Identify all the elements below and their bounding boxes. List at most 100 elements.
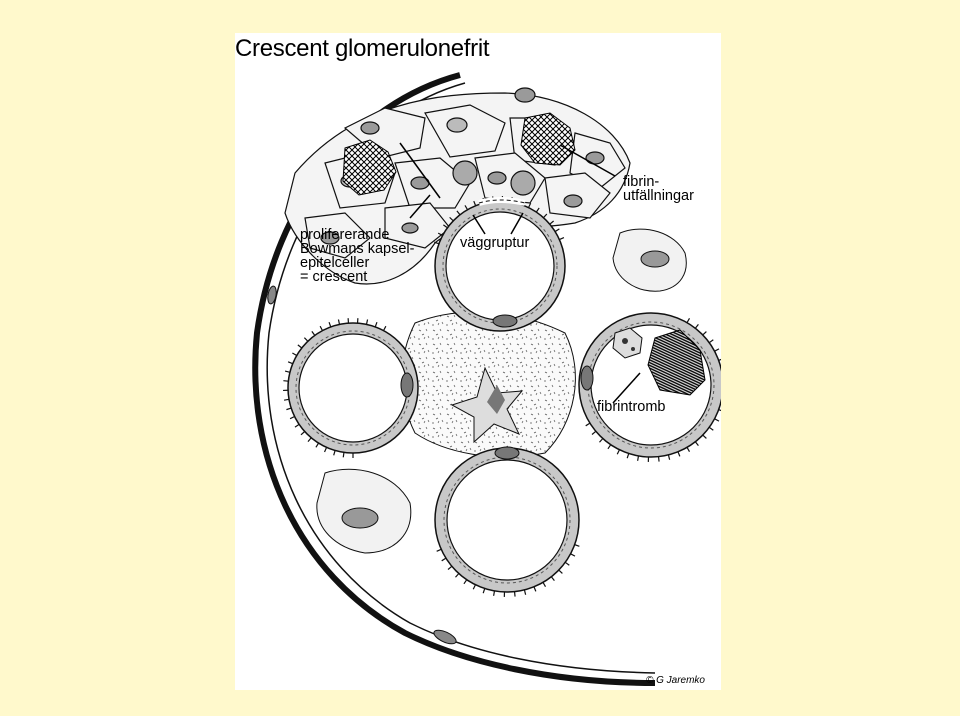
label-fibrin-deposits: fibrin- utfällningar bbox=[623, 174, 694, 204]
foot-process bbox=[686, 318, 691, 323]
label-line: epitelceller bbox=[300, 255, 370, 271]
foot-process bbox=[523, 589, 527, 595]
foot-process bbox=[287, 361, 293, 365]
foot-process bbox=[463, 579, 468, 585]
foot-process bbox=[686, 447, 691, 452]
foot-process bbox=[694, 323, 699, 329]
foot-process bbox=[549, 220, 555, 225]
foot-process bbox=[472, 584, 476, 590]
foot-process bbox=[482, 588, 486, 594]
foot-process bbox=[319, 325, 324, 331]
foot-process bbox=[718, 409, 721, 412]
foot-process bbox=[550, 576, 555, 582]
fibrin-deposit-right bbox=[520, 112, 576, 166]
foot-process bbox=[714, 348, 720, 352]
foot-process bbox=[315, 442, 320, 448]
foot-process bbox=[283, 380, 289, 382]
foot-process bbox=[535, 207, 540, 213]
foot-process bbox=[607, 444, 612, 450]
foot-process bbox=[564, 561, 570, 566]
foot-process bbox=[626, 453, 630, 459]
foot-process bbox=[708, 339, 714, 344]
foot-process bbox=[527, 202, 532, 208]
foot-process bbox=[599, 438, 604, 443]
diagram-title: Crescent glomerulonefrit bbox=[235, 35, 490, 62]
foot-process bbox=[455, 573, 460, 578]
glomerulus-diagram bbox=[252, 72, 721, 686]
capillary-bottom bbox=[434, 446, 580, 593]
foot-process bbox=[294, 423, 300, 428]
slide-panel: Crescent glomerulonefrit prolifererande … bbox=[235, 33, 721, 690]
capillary-top bbox=[434, 200, 566, 332]
interstitial-cells bbox=[316, 228, 687, 554]
foot-process bbox=[616, 449, 620, 455]
foot-process bbox=[464, 205, 469, 211]
label-wall-rupture: väggruptur bbox=[460, 235, 530, 251]
foot-process bbox=[513, 591, 516, 597]
foot-process bbox=[289, 415, 295, 420]
foot-process bbox=[637, 455, 640, 461]
foot-process bbox=[591, 430, 597, 435]
foot-process bbox=[303, 337, 309, 342]
foot-process bbox=[558, 569, 563, 574]
foot-process bbox=[437, 232, 443, 237]
fibrin-deposit-left bbox=[342, 139, 397, 196]
foot-process bbox=[283, 398, 290, 401]
foot-process bbox=[542, 582, 547, 587]
foot-process bbox=[714, 418, 720, 422]
foot-process bbox=[284, 370, 291, 373]
capillary-left bbox=[287, 322, 419, 454]
foot-process bbox=[374, 322, 378, 328]
label-crescent-cells: prolifererande Bowmans kapsel- epitelcel… bbox=[300, 227, 415, 285]
label-line: utfällningar bbox=[623, 188, 694, 204]
foot-process bbox=[436, 548, 442, 552]
label-fibrin-thrombus: fibrintromb bbox=[597, 399, 666, 415]
foot-process bbox=[702, 331, 707, 336]
foot-process bbox=[456, 210, 461, 216]
foot-process bbox=[286, 407, 292, 411]
foot-process bbox=[570, 553, 576, 557]
foot-process bbox=[333, 450, 336, 456]
foot-process bbox=[473, 200, 477, 206]
foot-process bbox=[718, 358, 721, 361]
foot-processes bbox=[283, 196, 721, 597]
foot-process bbox=[323, 447, 328, 453]
foot-process bbox=[382, 325, 387, 331]
foot-process bbox=[292, 352, 298, 357]
foot-process bbox=[311, 331, 316, 336]
label-line: prolifererande bbox=[300, 227, 390, 243]
foot-process bbox=[300, 431, 306, 436]
foot-process bbox=[694, 441, 699, 447]
foot-process bbox=[543, 213, 548, 219]
foot-process bbox=[702, 434, 707, 439]
foot-process bbox=[708, 426, 714, 431]
credit: © G Jaremko bbox=[645, 675, 705, 686]
foot-process bbox=[533, 586, 537, 592]
foot-process bbox=[307, 437, 312, 443]
foot-process bbox=[365, 319, 369, 325]
label-line: = crescent bbox=[300, 269, 368, 285]
label-line: Bowmans kapsel- bbox=[300, 241, 415, 257]
leader-lines bbox=[399, 142, 641, 404]
foot-process bbox=[554, 228, 560, 233]
foot-process bbox=[328, 322, 332, 328]
foot-process bbox=[447, 565, 453, 570]
foot-process bbox=[574, 544, 580, 547]
foot-process bbox=[657, 456, 660, 462]
fibrin-thrombus bbox=[612, 327, 706, 396]
foot-process bbox=[342, 452, 345, 458]
foot-process bbox=[677, 451, 681, 457]
foot-process bbox=[434, 241, 440, 245]
label-line: fibrin- bbox=[623, 174, 660, 190]
foot-process bbox=[441, 557, 447, 562]
foot-process bbox=[493, 590, 496, 596]
foot-process bbox=[297, 344, 303, 349]
wall-rupture bbox=[478, 197, 526, 206]
foot-process bbox=[449, 216, 454, 222]
mesangium bbox=[401, 311, 576, 458]
foot-process bbox=[667, 454, 671, 460]
foot-process bbox=[443, 224, 448, 229]
foot-process bbox=[585, 422, 591, 427]
foot-process bbox=[337, 319, 341, 325]
foot-process bbox=[559, 236, 565, 241]
